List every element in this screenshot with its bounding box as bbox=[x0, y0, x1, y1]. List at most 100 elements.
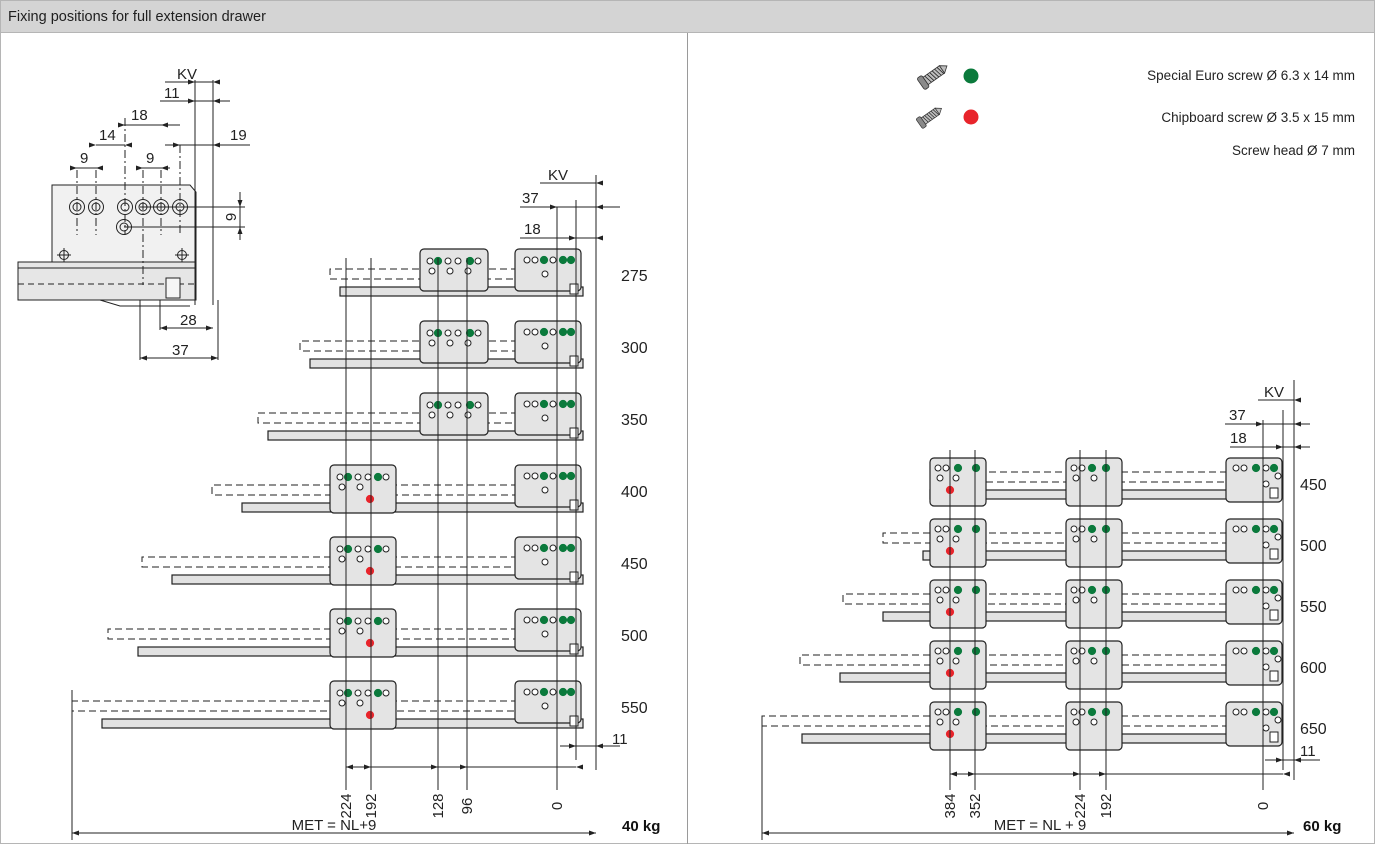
chipboard-screw-point bbox=[365, 566, 375, 576]
runner-tail bbox=[99, 299, 190, 307]
bracket-hole bbox=[541, 630, 549, 638]
euro-screw-point bbox=[971, 646, 981, 656]
bracket-hole bbox=[446, 339, 454, 347]
bracket-hole bbox=[1262, 586, 1270, 594]
bracket-hole bbox=[1072, 657, 1080, 665]
dim-arrowhead bbox=[89, 142, 96, 148]
bracket-hole bbox=[531, 544, 539, 552]
bracket-hole bbox=[523, 688, 531, 696]
bracket-hole bbox=[426, 401, 434, 409]
dim-arrowhead bbox=[1294, 757, 1301, 763]
bracket-hole bbox=[444, 401, 452, 409]
bracket-hole bbox=[354, 689, 362, 697]
detail-19: 19 bbox=[230, 127, 247, 144]
drawer-runner bbox=[839, 672, 1282, 683]
right-position-0: 0 bbox=[1255, 802, 1272, 810]
mounting-bracket bbox=[514, 680, 582, 724]
dim-arrowhead bbox=[589, 830, 596, 836]
runner-catch bbox=[569, 355, 579, 367]
euro-screw-point bbox=[566, 471, 576, 481]
left-met: MET = NL+9 bbox=[292, 817, 377, 834]
screw-thread bbox=[929, 72, 937, 80]
bracket-hole bbox=[934, 708, 942, 716]
bracket-hole bbox=[952, 718, 960, 726]
dim-arrowhead bbox=[188, 98, 195, 104]
bracket-hole bbox=[1232, 586, 1240, 594]
left-length-500: 500 bbox=[621, 628, 648, 645]
bracket-hole bbox=[541, 702, 549, 710]
bracket-hole bbox=[1262, 602, 1270, 610]
screw-thread bbox=[926, 74, 935, 81]
bracket-hole bbox=[426, 257, 434, 265]
euro-screw-point bbox=[539, 255, 549, 265]
bracket-hole bbox=[356, 699, 364, 707]
euro-screw-point bbox=[1269, 646, 1279, 656]
right-length-450: 450 bbox=[1300, 477, 1327, 494]
detail-28: 28 bbox=[180, 312, 197, 329]
extension-outline bbox=[799, 654, 1271, 666]
runner-catch bbox=[165, 277, 181, 299]
detail-9v: 9 bbox=[223, 213, 240, 221]
bracket-hole bbox=[549, 256, 557, 264]
bracket-hole bbox=[336, 545, 344, 553]
bracket-hole bbox=[549, 544, 557, 552]
mounting-bracket bbox=[419, 248, 489, 292]
euro-screw-point bbox=[558, 327, 568, 337]
mounting-bracket bbox=[329, 680, 397, 730]
drawer-runner bbox=[801, 733, 1282, 744]
euro-screw-point bbox=[539, 327, 549, 337]
mounting-bracket bbox=[419, 320, 489, 364]
bracket-hole bbox=[474, 257, 482, 265]
left-row: 500 bbox=[107, 608, 648, 658]
bracket-hole bbox=[934, 647, 942, 655]
extension-outline bbox=[257, 412, 573, 424]
bracket-hole bbox=[1274, 472, 1282, 480]
runner-catch bbox=[1269, 731, 1279, 743]
mounting-bracket bbox=[1225, 701, 1283, 747]
dim-arrowhead bbox=[569, 743, 576, 749]
bracket-hole bbox=[549, 688, 557, 696]
left-length-350: 350 bbox=[621, 412, 648, 429]
extension-outline bbox=[842, 593, 1271, 605]
legend-euro-screw: Special Euro screw Ø 6.3 x 14 mm bbox=[1147, 68, 1355, 83]
left-kv: KV bbox=[548, 167, 568, 184]
euro-screw-point bbox=[566, 687, 576, 697]
dim-arrowhead bbox=[460, 764, 467, 770]
mounting-bracket bbox=[929, 701, 987, 751]
bracket-hole bbox=[1240, 647, 1248, 655]
euro-screw-point bbox=[566, 399, 576, 409]
detail-18: 18 bbox=[131, 107, 148, 124]
bracket-hole bbox=[428, 411, 436, 419]
euro-screw-point bbox=[465, 400, 475, 410]
extension-outline bbox=[71, 700, 573, 712]
dim-arrowhead bbox=[1294, 421, 1301, 427]
title-bar: Fixing positions for full extension draw… bbox=[1, 1, 1374, 33]
bracket-hole bbox=[338, 483, 346, 491]
bracket-hole bbox=[541, 558, 549, 566]
bracket-hole bbox=[382, 617, 390, 625]
dim-arrowhead bbox=[140, 355, 147, 361]
euro-screw-point bbox=[953, 646, 963, 656]
right-length-550: 550 bbox=[1300, 599, 1327, 616]
mounting-bracket bbox=[514, 464, 582, 508]
euro-screw-point bbox=[566, 255, 576, 265]
screw-thread bbox=[922, 116, 929, 123]
euro-screw-point bbox=[1269, 585, 1279, 595]
bracket-hole bbox=[446, 411, 454, 419]
right-position-192: 192 bbox=[1098, 793, 1115, 818]
bracket-hole bbox=[338, 699, 346, 707]
bracket-hole bbox=[523, 472, 531, 480]
right-18: 18 bbox=[1230, 430, 1247, 447]
bracket-hole bbox=[549, 328, 557, 336]
left-row: 550 bbox=[71, 680, 648, 730]
panel-divider bbox=[687, 33, 688, 844]
right-row: 600 bbox=[799, 640, 1327, 690]
bracket-hole bbox=[942, 464, 950, 472]
bracket-hole bbox=[464, 339, 472, 347]
bracket-hole bbox=[1240, 586, 1248, 594]
dim-arrowhead bbox=[762, 830, 769, 836]
bracket-hole bbox=[336, 473, 344, 481]
euro-screw-point bbox=[953, 463, 963, 473]
bracket-hole bbox=[1262, 525, 1270, 533]
euro-screw-point bbox=[558, 615, 568, 625]
